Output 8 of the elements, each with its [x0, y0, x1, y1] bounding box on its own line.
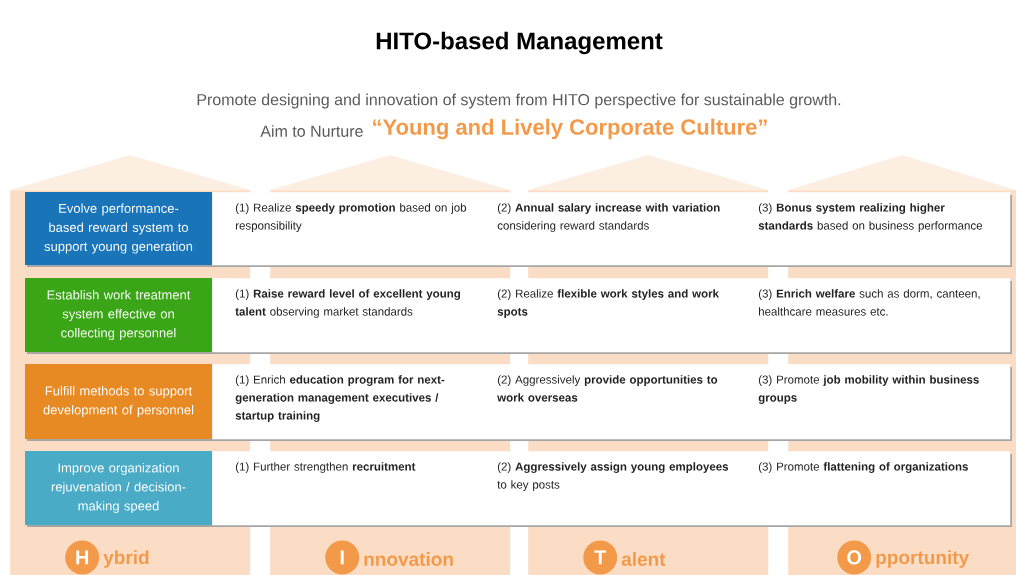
title: HITO-based Management	[376, 31, 663, 55]
subtitle: Aim to Nurture	[260, 125, 363, 137]
slogan: “Young and Lively Corporate Culture”	[373, 118, 767, 140]
subtitle: Promote designing and innovation of system from HITO perspective for sustainable growth.	[197, 93, 841, 109]
measure-row: (1) Enrich education program for next-generation management executives / startup training (2) Aggressively provide opportunities to work overseas (3) Promote job mobility within business groups	[212, 364, 1011, 440]
measure-row: (1) Realize speedy promotion based on job responsibility (2) Annual salary increase with variation considering reward standards (3) Bonus system realizing higher standards based on business performance	[212, 192, 1011, 266]
measure-row: (1) Raise reward level of excellent young talent observing market standards (2) Realize flexible work styles and work spots (3) Enrich welfare such as dorm, canteen, healthcare measures etc.	[212, 278, 1011, 353]
measure-row: (1) Further strengthen recruitment (2) Aggressively assign young employees to key posts (3) Promote flattening of organizations	[212, 451, 1011, 526]
